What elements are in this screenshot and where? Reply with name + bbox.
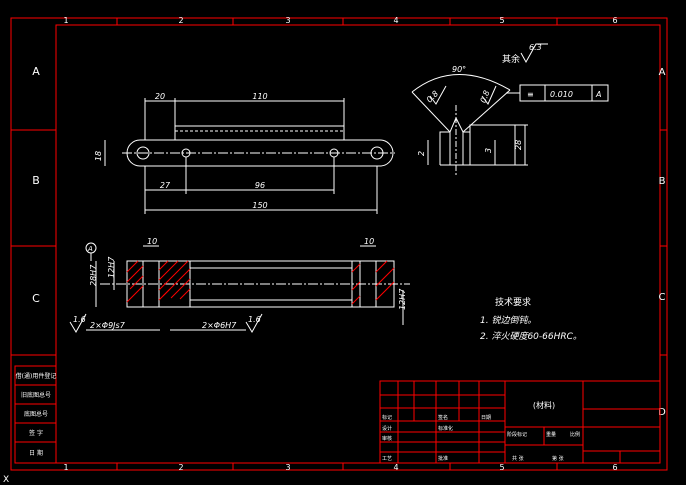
dim-28h7: 28H7	[89, 264, 98, 286]
axis-marker-x: X	[3, 475, 9, 485]
top-number: 4	[393, 16, 398, 25]
roughness-1: 1.6	[73, 315, 86, 324]
dim-10-right: 10	[364, 237, 374, 246]
left-zone-letter: C	[32, 292, 40, 305]
tb-label-stage: 阶段标记	[507, 431, 527, 438]
dim-96: 96	[255, 181, 265, 190]
outer-border	[10, 17, 668, 471]
dim-12h7-b: 12H7	[398, 288, 407, 310]
tb-label-date: 日期	[481, 415, 491, 421]
top-number: 2	[178, 16, 183, 25]
tb-label-design: 设计	[382, 425, 392, 432]
title-block-labels: (材料) 标记 签名 日期 设计 标准化 审核 工艺 批准 阶段标记 重量 比例…	[382, 400, 580, 462]
tb-label-weight: 重量	[546, 431, 556, 438]
technical-notes: 技术要求 1. 锐边倒钝。 2. 淬火硬度60-66HRC。	[480, 296, 582, 342]
dim-12h7-a: 12H7	[107, 256, 116, 278]
bottom-number: 4	[393, 463, 398, 472]
bottom-number: 2	[178, 463, 183, 472]
angle-label: 90°	[452, 65, 466, 74]
right-zone-letter: B	[659, 176, 666, 187]
side-block	[439, 116, 516, 166]
hole-spec-2: 2×Φ6H7	[202, 321, 237, 330]
datum-letter: A	[87, 245, 93, 253]
left-registration-panel: 借(通)用件登记 旧底图总号 底图总号 签 字 日 期	[14, 365, 57, 464]
note-item: 2. 淬火硬度60-66HRC。	[480, 331, 582, 342]
tb-label-approve: 批准	[438, 455, 448, 462]
dim-10-left: 10	[147, 237, 157, 246]
bottom-number: 5	[499, 463, 504, 472]
bottom-number: 6	[612, 463, 617, 472]
tolerance-symbol: ≡	[527, 90, 534, 99]
dim-150: 150	[252, 201, 267, 210]
left-zone-letter: A	[32, 65, 40, 78]
right-zone-letter: D	[658, 407, 666, 418]
roughness-symbol	[69, 313, 87, 333]
dim-2: 2	[417, 151, 426, 156]
tb-label-signature: 签名	[438, 414, 448, 421]
top-number: 5	[499, 16, 504, 25]
bore-left	[142, 260, 160, 308]
dim-20: 20	[155, 92, 165, 101]
side-view-labels: 90° 其余 6.3 0.8 0.8 ≡ 0.010 A 2 3 28	[417, 43, 601, 156]
top-view-dims: 20 110 18 27 96 150	[94, 92, 268, 210]
title-block	[379, 380, 661, 464]
tb-label-process: 工艺	[382, 456, 392, 462]
left-panel-row: 日 期	[29, 449, 43, 457]
roughness-b: 0.8	[479, 89, 492, 104]
note-item: 1. 锐边倒钝。	[480, 315, 536, 326]
left-zone-letter: B	[32, 174, 40, 187]
tb-label-check: 审核	[382, 435, 392, 442]
title-block-outer	[379, 380, 661, 464]
dim-18: 18	[94, 151, 103, 161]
notes-title: 技术要求	[495, 296, 531, 308]
zone-letters: A B C A B C D	[32, 65, 666, 418]
tb-label-mark: 标记	[382, 414, 392, 421]
tolerance-datum: A	[595, 90, 601, 99]
hole-spec-1: 2×Φ9Js7	[90, 321, 126, 330]
tolerance-value: 0.010	[550, 90, 573, 99]
roughness-symbol	[245, 313, 263, 333]
roughness-symbol	[481, 85, 497, 105]
roughness-rest-symbol	[520, 43, 548, 64]
left-panel-box	[14, 365, 57, 464]
tb-material: (材料)	[533, 400, 555, 410]
section-view-labels: A 12H7 28H7 10 10 12H7 1.6 1.6 2×Φ9Js7 2…	[73, 237, 407, 330]
dim-110: 110	[252, 92, 267, 101]
top-view-outline	[126, 139, 394, 167]
dim-3: 3	[484, 148, 493, 153]
left-panel-row: 借(通)用件登记	[16, 372, 57, 380]
dim-27: 27	[160, 181, 171, 190]
tb-label-standardize: 标准化	[438, 425, 453, 432]
roughness-rest-label: 其余	[502, 53, 520, 65]
frame-labels: 1 2 3 4 5 6 1 2 3 4 5 6	[63, 16, 617, 472]
left-panel-row: 底图总号	[24, 410, 48, 418]
roughness-2: 1.6	[248, 315, 261, 324]
top-number: 3	[285, 16, 290, 25]
top-view-rib	[174, 125, 345, 141]
bottom-number: 3	[285, 463, 290, 472]
dim-28: 28	[514, 140, 523, 150]
roughness-symbol	[429, 85, 447, 105]
top-view[interactable]	[104, 98, 395, 214]
tb-label-sheet-total: 共 张	[512, 455, 524, 462]
left-panel-row: 旧底图总号	[21, 391, 51, 399]
side-view[interactable]	[411, 43, 609, 175]
tb-label-sheet-no: 第 张	[552, 455, 564, 462]
roughness-rest-value: 6.3	[529, 43, 542, 52]
angle-arc	[411, 74, 511, 93]
inner-border	[55, 24, 661, 464]
angle-leg	[411, 91, 451, 133]
right-zone-letter: A	[659, 67, 666, 78]
section-hatch	[126, 260, 395, 305]
left-panel-row: 签 字	[29, 429, 43, 437]
top-number: 1	[63, 16, 68, 25]
drawing-frame	[10, 17, 668, 471]
bottom-number: 1	[63, 463, 68, 472]
right-zone-letter: C	[659, 292, 666, 303]
hole	[136, 146, 150, 160]
tb-label-scale: 比例	[570, 431, 580, 438]
top-number: 6	[612, 16, 617, 25]
